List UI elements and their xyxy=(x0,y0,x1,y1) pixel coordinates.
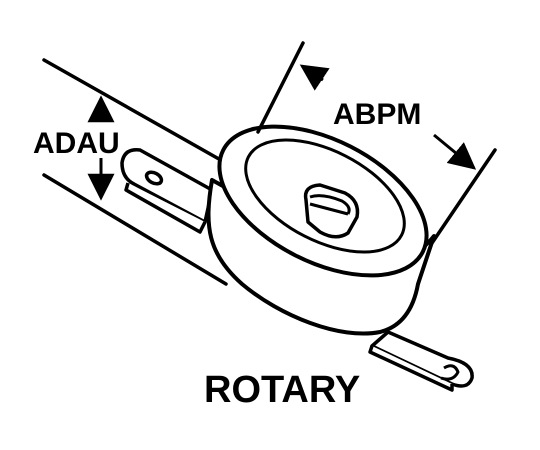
right-terminal-lug xyxy=(368,330,474,392)
diagram-title: ROTARY xyxy=(204,369,360,411)
left-terminal-lug xyxy=(120,148,214,234)
diameter-dimension-label: ABPM xyxy=(333,98,421,131)
diameter-extension-lines xyxy=(256,41,497,245)
height-extension-lines xyxy=(42,58,228,286)
diameter-dimension-arrow xyxy=(299,64,477,170)
rotary-shaft xyxy=(303,183,360,239)
height-dimension-label: ADAU xyxy=(33,127,120,160)
